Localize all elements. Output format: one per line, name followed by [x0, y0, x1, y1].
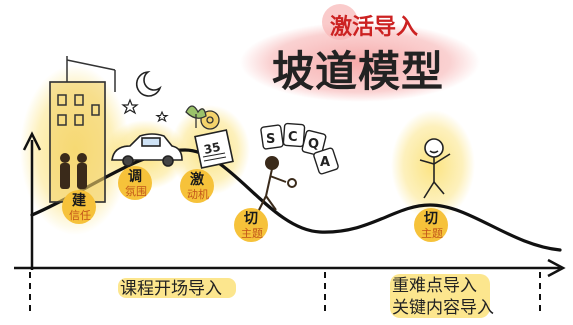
figure-leg-2 [265, 195, 277, 211]
person-leg-right [433, 181, 445, 195]
node-1-circle [62, 190, 96, 224]
node-1-bottom: 信任 [69, 209, 91, 222]
card-a-label: A [320, 155, 330, 170]
y-axis-arrow [22, 131, 42, 151]
wind-up-key-icon [287, 178, 297, 188]
node-4: 切 主题 [234, 208, 268, 242]
gear-center [206, 116, 214, 124]
axis-right-label-1: 重难点导入 [392, 276, 477, 296]
axes [14, 131, 566, 312]
left-label-highlight [118, 278, 236, 298]
node-3-circle [180, 169, 214, 203]
night-sky [121, 71, 169, 123]
card-a [313, 147, 339, 175]
window-1 [57, 94, 67, 106]
ramp-curve [30, 148, 562, 252]
node-3-bottom: 动机 [187, 187, 209, 201]
card-s-label: S [266, 132, 275, 147]
person-1-head [60, 153, 70, 163]
card-c [282, 122, 306, 148]
axis-right-label-2: 关键内容导入 [392, 298, 494, 318]
window-4 [74, 114, 84, 126]
calendar-icon: 35 [194, 129, 234, 169]
node-1: 建 信任 [62, 190, 96, 224]
axis-left-label: 课程开场导入 [120, 279, 222, 299]
person-head [424, 138, 444, 158]
calendar-line-1 [202, 152, 226, 158]
walking-figure [257, 156, 297, 213]
node-5: 切 主题 [414, 208, 448, 242]
node-4-bottom: 主题 [241, 227, 263, 240]
title-sub: 激活导入 [330, 14, 418, 40]
node-2-top: 调 [128, 169, 142, 185]
figure-arm [269, 175, 287, 183]
figure-body [265, 168, 273, 197]
node-5-top: 切 [424, 211, 438, 227]
axis-labels: 课程开场导入 重难点导入 关键内容导入 [118, 274, 494, 318]
person-2-body [77, 163, 87, 189]
person-2-head [77, 153, 87, 163]
star-icon-small [155, 110, 169, 123]
card-s [260, 124, 284, 150]
person-arm-right [433, 153, 451, 165]
car-wheel-rear [162, 155, 174, 167]
title-blob [240, 22, 480, 102]
node-5-bottom: 主题 [421, 227, 443, 240]
calendar-line-2 [203, 156, 227, 162]
node-2-circle [118, 166, 152, 200]
car-window [141, 137, 161, 147]
figure-leg-1 [257, 195, 267, 213]
window-2 [74, 94, 84, 106]
star-icon [121, 98, 139, 115]
node-3: 激 动机 [180, 169, 214, 203]
node-4-top: 切 [244, 211, 258, 227]
card-c-label: C [288, 130, 298, 145]
card-q [301, 129, 327, 157]
figure-head [265, 156, 279, 170]
x-axis-arrow [547, 258, 566, 278]
car-wheel-front [122, 155, 134, 167]
gear-tree-doodle [185, 105, 220, 130]
person-arm-left [419, 159, 435, 165]
person-1-body [60, 163, 70, 189]
people-silhouettes [60, 153, 87, 189]
moon-icon [135, 71, 162, 97]
scqa-cards: S C Q A [260, 122, 339, 175]
title-main: 坡道模型 [272, 47, 444, 96]
node-4-circle [234, 208, 268, 242]
happy-person [419, 138, 451, 199]
title-area: 激活导入 坡道模型 [240, 4, 480, 102]
window-5 [91, 104, 100, 116]
node-2: 调 氛围 [118, 166, 152, 200]
card-q-label: Q [308, 137, 319, 152]
glow-person-right [391, 110, 475, 220]
antenna-arm [66, 59, 116, 71]
person-leg-left [423, 181, 435, 199]
car-body [111, 133, 183, 161]
right-label-highlight [390, 274, 490, 318]
person-smile [429, 150, 439, 154]
node-5-circle [414, 208, 448, 242]
calendar-number: 35 [203, 140, 222, 157]
title-blob-bubble [322, 4, 358, 40]
node-2-bottom: 氛围 [125, 185, 147, 198]
window-3 [57, 114, 67, 126]
car-icon [111, 133, 183, 167]
node-3-top: 激 [190, 171, 204, 188]
calendar-page [194, 129, 234, 169]
node-1-top: 建 [72, 192, 86, 209]
